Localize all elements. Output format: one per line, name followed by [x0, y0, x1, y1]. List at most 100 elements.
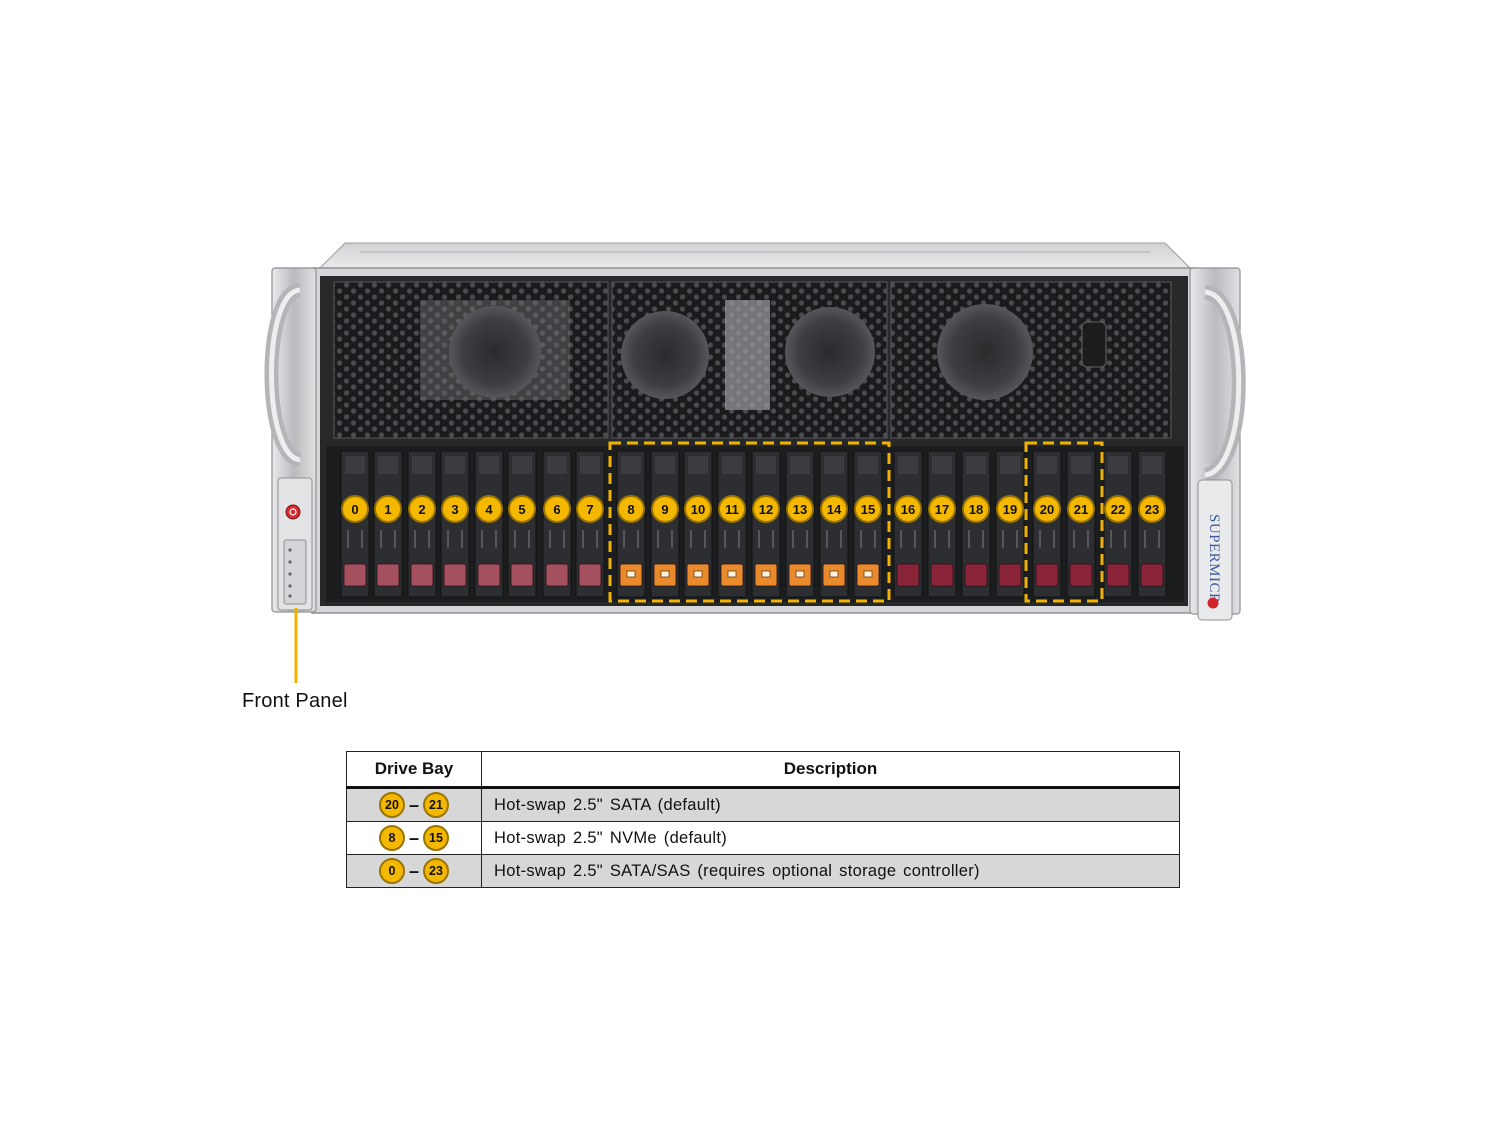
bay-number: 16	[901, 502, 915, 517]
bay-badge-23: 23	[1138, 495, 1166, 523]
drive-bay-13	[785, 450, 815, 598]
bay-badge-11: 11	[718, 495, 746, 523]
drive-bay-23	[1137, 450, 1167, 598]
drive-bay-6	[542, 450, 572, 598]
bay-badge-22: 22	[1104, 495, 1132, 523]
highlight-box	[608, 441, 891, 603]
brand-dot	[1207, 597, 1219, 609]
bay-badge: 21	[423, 792, 449, 818]
bay-badge-3: 3	[441, 495, 469, 523]
bay-number: 11	[725, 502, 739, 517]
header-description: Description	[481, 751, 1180, 789]
table-row: 0 – 23 Hot-swap 2.5" SATA/SAS (requires …	[346, 854, 1180, 888]
bay-number: 22	[1111, 502, 1125, 517]
bay-number: 8	[627, 502, 634, 517]
drive-bay-22	[1103, 450, 1133, 598]
bay-badge-20: 20	[1033, 495, 1061, 523]
drive-bay-20	[1032, 450, 1062, 598]
bay-number: 7	[586, 502, 593, 517]
bay-number: 18	[969, 502, 983, 517]
drive-bay-8	[616, 450, 646, 598]
bay-number: 4	[485, 502, 493, 517]
bay-badge-17: 17	[928, 495, 956, 523]
bay-badge-15: 15	[854, 495, 882, 523]
bay-number: 3	[451, 502, 458, 517]
drive-bay-9	[650, 450, 680, 598]
drive-bay-10	[683, 450, 713, 598]
bay-number: 23	[1145, 502, 1159, 517]
bay-badge-4: 4	[475, 495, 503, 523]
bay-badge: 0	[378, 858, 405, 884]
bay-number: 13	[793, 502, 807, 517]
table-row: 8 – 15 Hot-swap 2.5" NVMe (default)	[346, 821, 1180, 855]
row-description: Hot-swap 2.5" NVMe (default)	[481, 821, 1180, 855]
bay-badge-13: 13	[786, 495, 814, 523]
bay-number: 0	[351, 502, 358, 517]
drive-bay-1	[373, 450, 403, 598]
bay-badge-8: 8	[617, 495, 645, 523]
bay-number: 14	[827, 502, 842, 517]
bay-number: 19	[1003, 502, 1017, 517]
drive-bay-11	[717, 450, 747, 598]
drive-bay-2	[407, 450, 437, 598]
bay-badge-9: 9	[651, 495, 679, 523]
bay-badge-21: 21	[1067, 495, 1095, 523]
bay-badge-16: 16	[894, 495, 922, 523]
bay-number: 17	[935, 502, 949, 517]
drive-bay-0	[340, 450, 370, 598]
bay-badge: 15	[423, 825, 449, 851]
bay-number: 5	[518, 502, 525, 517]
drive-bay-12	[751, 450, 781, 598]
bay-badge-10: 10	[684, 495, 712, 523]
bay-number: 12	[759, 502, 773, 517]
drive-bay-table: Drive Bay Description 20 – 21 Hot-swap 2…	[346, 751, 1180, 888]
bay-number: 1	[384, 502, 391, 517]
highlight-layer	[608, 441, 1104, 603]
bay-badge-1: 1	[374, 495, 402, 523]
bay-badge: 8	[378, 825, 405, 851]
table-row: 20 – 21 Hot-swap 2.5" SATA (default)	[346, 787, 1180, 822]
drive-bay-15	[853, 450, 883, 598]
drive-bay-5	[507, 450, 537, 598]
fan-module-center	[611, 281, 888, 439]
fan-module-left	[333, 281, 609, 439]
bay-number: 20	[1040, 502, 1054, 517]
bay-badge-5: 5	[508, 495, 536, 523]
front-panel	[283, 504, 307, 605]
bay-badge-12: 12	[752, 495, 780, 523]
drive-bay-14	[819, 450, 849, 598]
bay-number: 10	[691, 502, 705, 517]
fan-module-right	[890, 281, 1172, 439]
right-rack-ear	[1189, 267, 1246, 621]
bay-number: 15	[861, 502, 875, 517]
bay-number: 6	[553, 502, 560, 517]
drive-bay-18	[961, 450, 991, 598]
drive-bay-17	[927, 450, 957, 598]
front-panel-label: Front Panel	[242, 690, 348, 712]
bay-badge-6: 6	[543, 495, 571, 523]
highlight-box	[1024, 441, 1104, 603]
row-description: Hot-swap 2.5" SATA (default)	[481, 787, 1180, 822]
brand-logo: SUPERMICR	[1206, 514, 1222, 604]
bay-badge-7: 7	[576, 495, 604, 523]
bay-number: 9	[661, 502, 668, 517]
bay-badge: 23	[423, 858, 449, 884]
drive-bay-3	[440, 450, 470, 598]
drive-bay-21	[1066, 450, 1096, 598]
bay-badge-18: 18	[962, 495, 990, 523]
bay-badge-2: 2	[408, 495, 436, 523]
drive-bay-19	[995, 450, 1025, 598]
drive-bay-array	[340, 450, 1167, 598]
bay-badge-0: 0	[341, 495, 369, 523]
drive-bay-4	[474, 450, 504, 598]
bay-number: 2	[418, 502, 425, 517]
bay-number: 21	[1074, 502, 1088, 517]
bay-badge: 20	[378, 792, 405, 818]
drive-bay-16	[893, 450, 923, 598]
header-drive-bay: Drive Bay	[346, 751, 482, 789]
bay-badge-14: 14	[820, 495, 848, 523]
bay-badge-19: 19	[996, 495, 1024, 523]
row-description: Hot-swap 2.5" SATA/SAS (requires optiona…	[481, 854, 1180, 888]
